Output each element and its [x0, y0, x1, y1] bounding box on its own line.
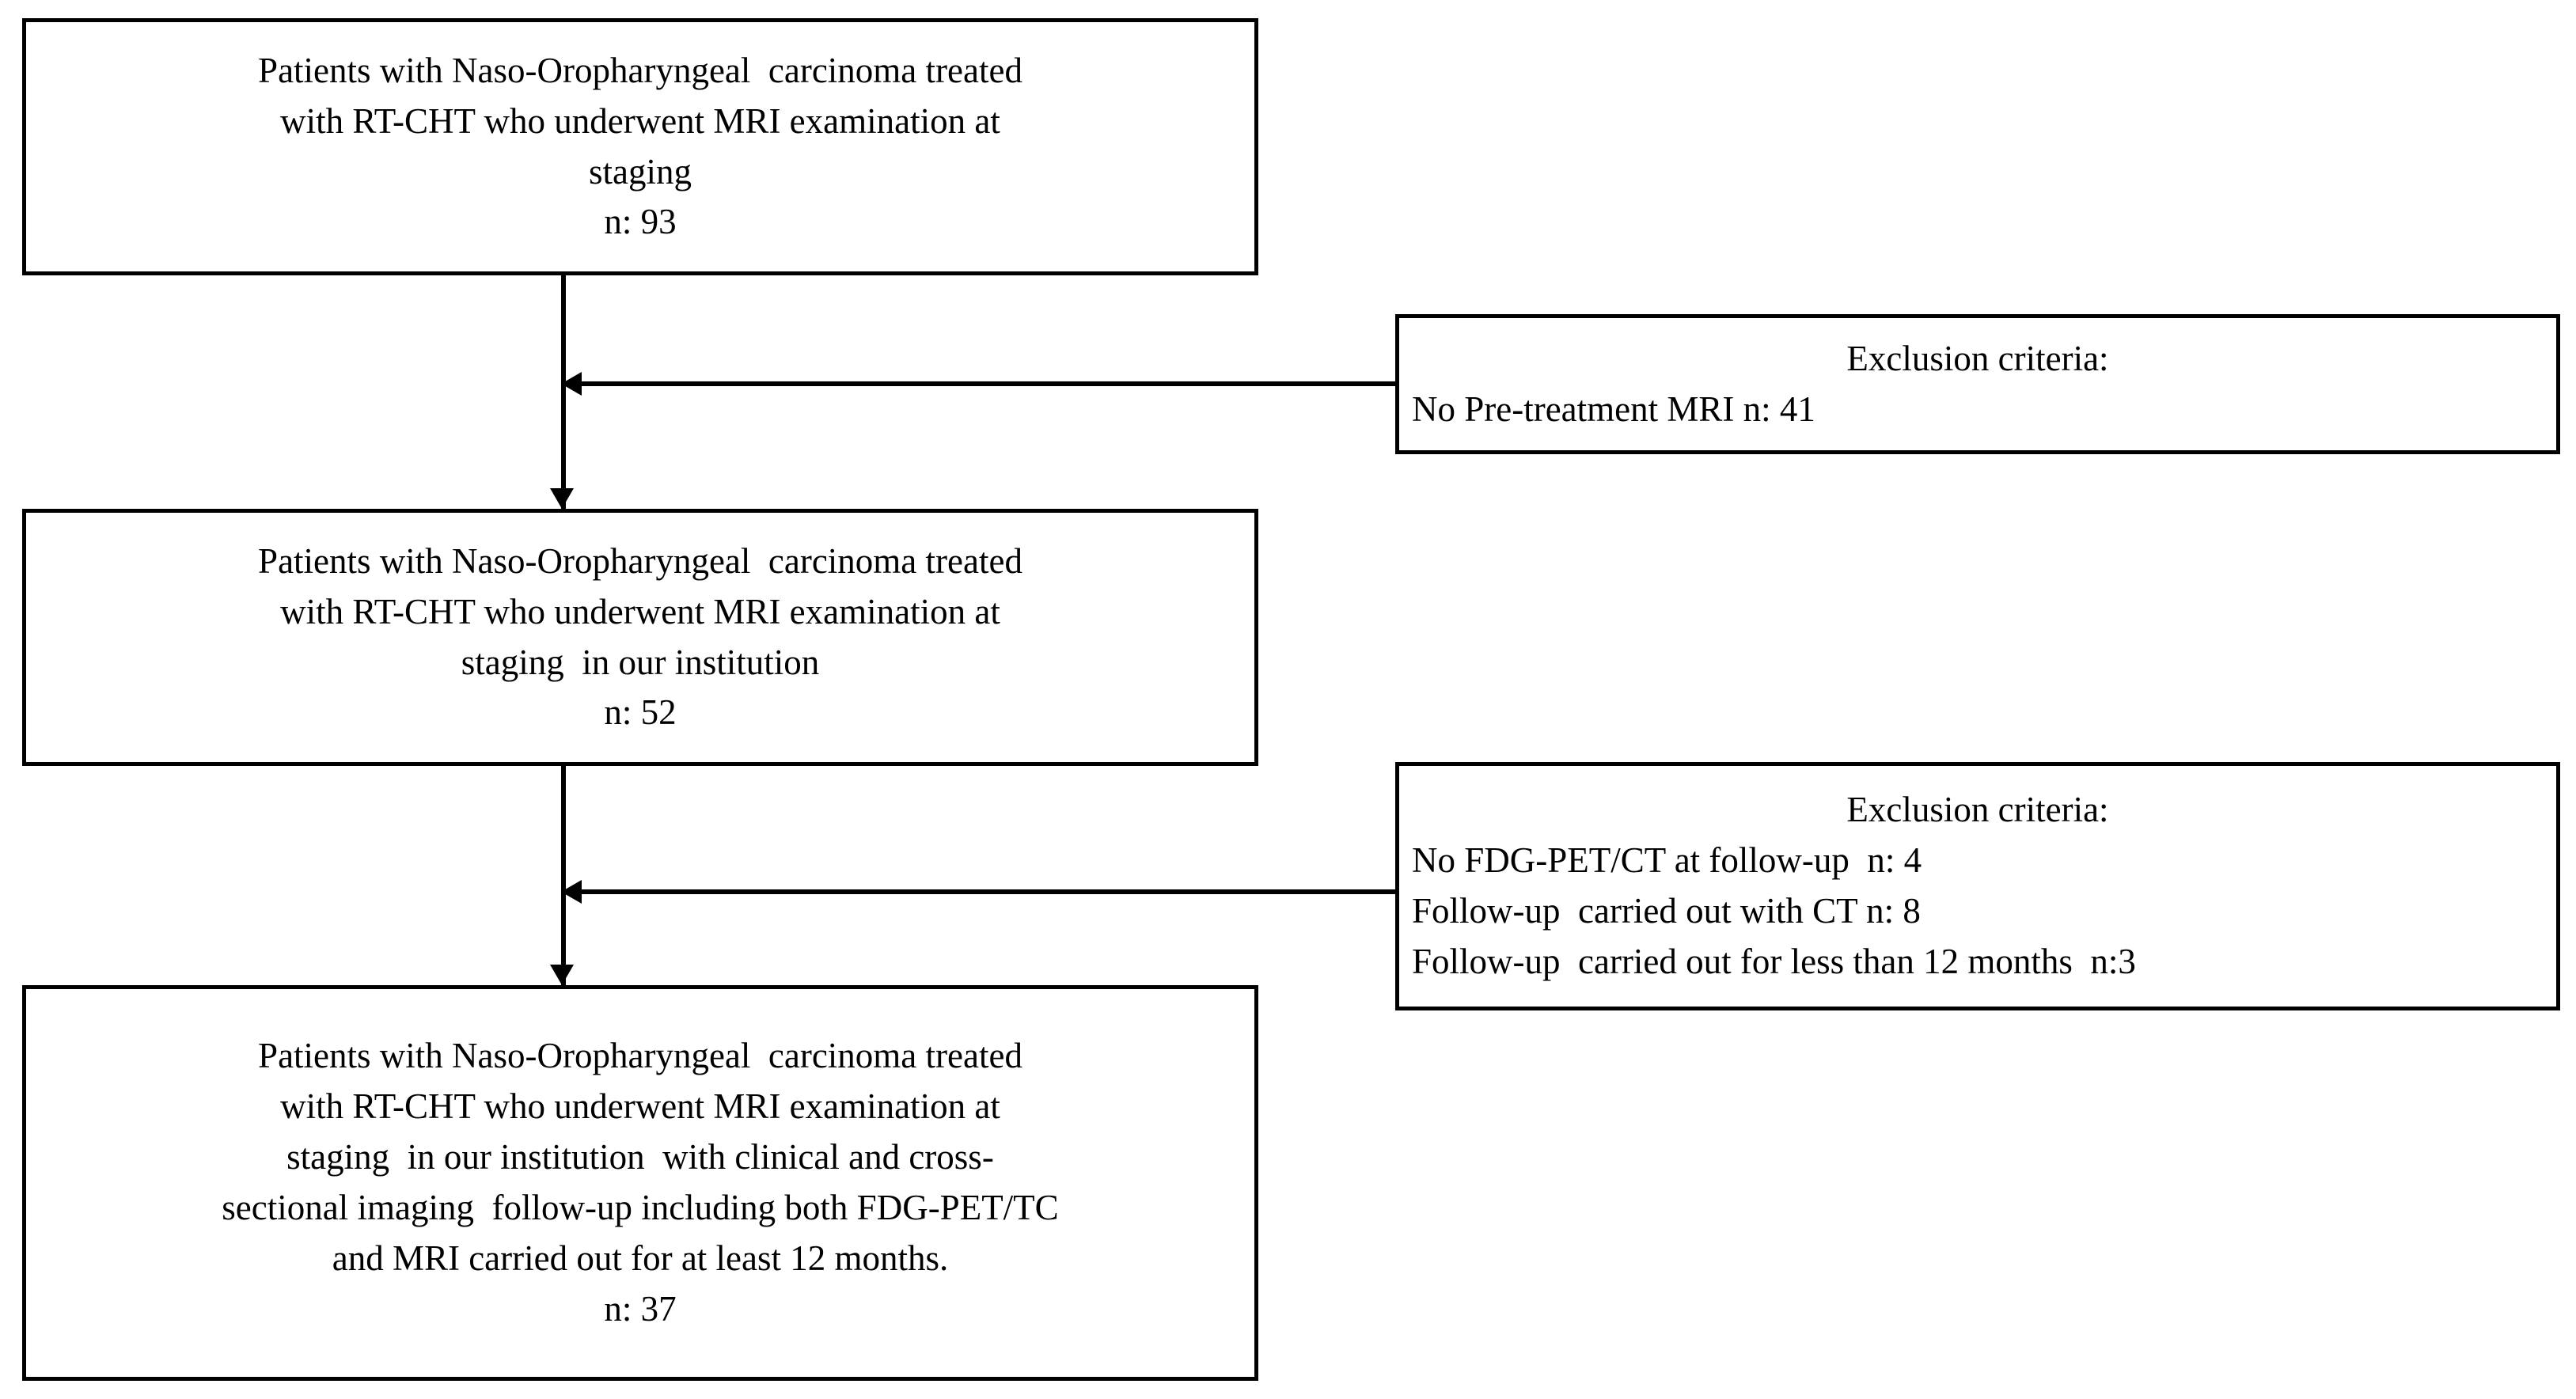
arrow-down-icon-institution-to-final: [550, 965, 574, 985]
exclusion-1-title: Exclusion criteria:: [1846, 338, 2109, 378]
cohort-initial-count: n: 93: [604, 202, 677, 242]
exclusion-2-item-1: No FDG-PET/CT at follow-up n: 4: [1412, 840, 1922, 881]
connector-exclusion-2-line: [563, 889, 1395, 894]
cohort-initial-line-2: with RT-CHT who underwent MRI examinatio…: [280, 100, 1000, 141]
cohort-final-line-1: Patients with Naso-Oropharyngeal carcino…: [258, 1036, 1022, 1076]
cohort-institution-line-3: staging in our institution: [461, 642, 820, 682]
exclusion-1-item-1: No Pre-treatment MRI n: 41: [1412, 389, 1815, 429]
arrow-left-icon-exclusion-1: [561, 372, 582, 396]
cohort-institution-line-2: with RT-CHT who underwent MRI examinatio…: [280, 591, 1000, 631]
connector-institution-to-final-line: [561, 766, 566, 985]
exclusion-2-item-2: Follow-up carried out with CT n: 8: [1412, 891, 1921, 931]
cohort-final-line-2: with RT-CHT who underwent MRI examinatio…: [280, 1086, 1000, 1127]
cohort-initial-line-3: staging: [589, 151, 692, 191]
exclusion-2-item-3: Follow-up carried out for less than 12 m…: [1412, 941, 2136, 981]
arrow-left-icon-exclusion-2: [561, 880, 582, 904]
node-cohort-final: Patients with Naso-Oropharyngeal carcino…: [22, 985, 1258, 1381]
cohort-institution-count: n: 52: [604, 692, 677, 733]
cohort-final-line-3: staging in our institution with clinical…: [286, 1137, 994, 1177]
node-exclusion-criteria-2: Exclusion criteria: No FDG-PET/CT at fol…: [1395, 762, 2560, 1010]
connector-exclusion-1-line: [563, 381, 1395, 386]
cohort-final-line-4: sectional imaging follow-up including bo…: [222, 1188, 1059, 1227]
node-cohort-initial: Patients with Naso-Oropharyngeal carcino…: [22, 18, 1258, 275]
exclusion-2-title: Exclusion criteria:: [1846, 790, 2109, 830]
cohort-institution-line-1: Patients with Naso-Oropharyngeal carcino…: [258, 540, 1022, 581]
cohort-final-line-5: and MRI carried out for at least 12 mont…: [332, 1238, 949, 1278]
node-cohort-institution: Patients with Naso-Oropharyngeal carcino…: [22, 509, 1258, 766]
node-exclusion-criteria-1: Exclusion criteria: No Pre-treatment MRI…: [1395, 314, 2560, 454]
cohort-final-count: n: 37: [604, 1288, 677, 1329]
cohort-initial-line-1: Patients with Naso-Oropharyngeal carcino…: [258, 50, 1022, 90]
arrow-down-icon-initial-to-institution: [550, 488, 574, 509]
